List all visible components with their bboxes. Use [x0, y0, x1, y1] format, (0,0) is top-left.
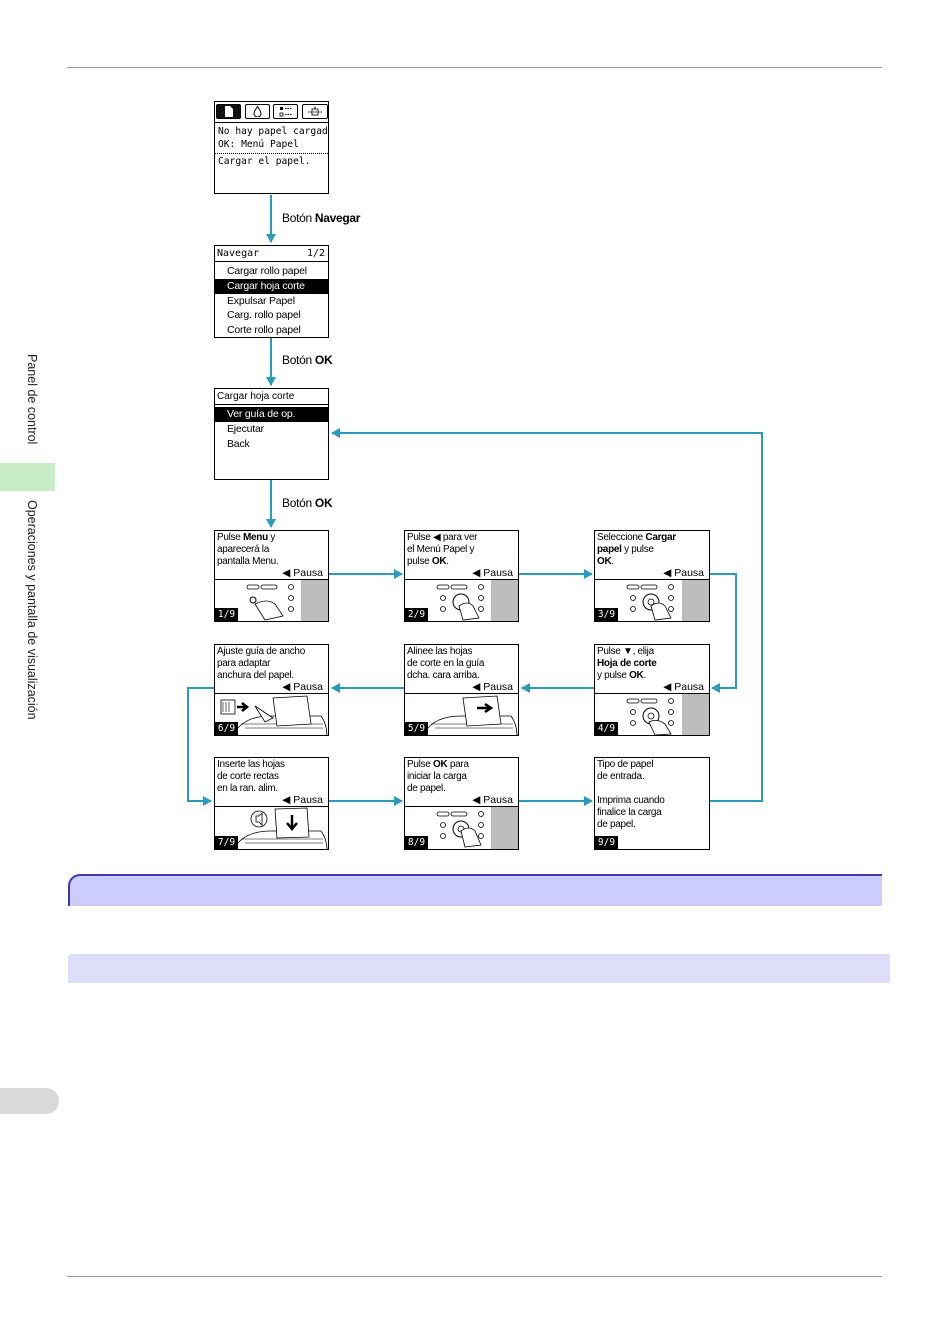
- pausa-label[interactable]: ◀ Pausa: [472, 794, 513, 806]
- guide-text: Pulse ▼, elija Hoja de corte y pulse OK.: [597, 646, 657, 681]
- lcd-main-screen: No hay papel cargado OK: Menú Papel Carg…: [214, 101, 329, 194]
- pausa-label[interactable]: ◀ Pausa: [282, 681, 323, 693]
- settings-icon[interactable]: [273, 104, 298, 119]
- top-rule: [67, 67, 882, 68]
- guide-screen-5: Alinee las hojas de corte en la guía dch…: [404, 644, 519, 736]
- pausa-label[interactable]: ◀ Pausa: [472, 567, 513, 579]
- guide-page-number: 3/9: [595, 608, 618, 621]
- menu-page-number: 1/2: [306, 248, 325, 259]
- sidebar-page-tab[interactable]: [0, 1088, 59, 1114]
- bottom-rule: [67, 1276, 882, 1277]
- subsection-header-band: [68, 954, 890, 983]
- paper-alignment-illustration: [424, 695, 518, 735]
- guide-screen-6: Ajuste guía de ancho para adaptar anchur…: [214, 644, 329, 736]
- lcd-divider: [215, 153, 328, 154]
- lcd-message-line-2: OK: Menú Papel: [218, 139, 299, 150]
- menu-title: Cargar hoja corte: [217, 391, 295, 402]
- lcd-tab-bar: [215, 102, 328, 123]
- guide-page-number: 5/9: [405, 722, 428, 735]
- guide-page-number: 1/9: [215, 608, 238, 621]
- step-label-navegar: Botón Navegar: [282, 211, 361, 225]
- guide-text: Pulse OK para iniciar la carga de papel.: [407, 759, 469, 794]
- section-header-band: [68, 874, 882, 906]
- guide-text: Alinee las hojas de corte en la guía dch…: [407, 646, 485, 681]
- sidebar-chapter-label: Panel de control: [25, 354, 39, 445]
- guide-screen-9: Tipo de papel de entrada. Imprima cuando…: [594, 757, 710, 850]
- menu-title: Navegar: [217, 248, 260, 259]
- lcd-cargar-hoja-corte-menu: Cargar hoja corte Ver guía de op. Ejecut…: [214, 388, 329, 480]
- guide-text: Tipo de papel de entrada. Imprima cuando…: [597, 759, 665, 830]
- arrow-6-7: [187, 687, 214, 806]
- guide-text: Pulse Menu y aparecerá la pantalla Menu.: [217, 532, 279, 567]
- guide-page-number: 4/9: [595, 722, 618, 735]
- step-label-ok-1: Botón OK: [282, 353, 333, 367]
- menu-item-cargar-hoja-corte[interactable]: Cargar hoja corte: [215, 279, 328, 294]
- printer-icon[interactable]: [302, 104, 328, 119]
- control-panel-illustration: [626, 580, 709, 621]
- width-guide-illustration: [220, 695, 328, 735]
- guide-page-number: 6/9: [215, 722, 238, 735]
- menu-title-bar: Navegar 1/2: [215, 246, 328, 262]
- lcd-message-line-1: No hay papel cargado: [218, 126, 329, 137]
- pausa-label[interactable]: ◀ Pausa: [663, 567, 704, 579]
- menu-item-cargar-rollo[interactable]: Cargar rollo papel: [227, 265, 307, 277]
- guide-page-number: 9/9: [595, 836, 618, 849]
- guide-screen-3: Seleccione Cargar papel y pulse OK. ◀ Pa…: [594, 530, 710, 622]
- menu-item-carg-rollo[interactable]: Carg. rollo papel: [227, 309, 301, 321]
- lcd-navegar-menu: Navegar 1/2 Cargar rollo papel Cargar ho…: [214, 245, 329, 338]
- guide-page-number: 8/9: [405, 836, 428, 849]
- insert-sheet-illustration: [234, 807, 328, 849]
- guide-text: Seleccione Cargar papel y pulse OK.: [597, 532, 676, 567]
- ink-icon[interactable]: [245, 104, 270, 119]
- guide-screen-1: Pulse Menu y aparecerá la pantalla Menu.…: [214, 530, 329, 622]
- guide-text: Pulse ◀ para ver el Menú Papel y pulse O…: [407, 532, 478, 567]
- step-label-ok-2: Botón OK: [282, 496, 333, 510]
- guide-text: Ajuste guía de ancho para adaptar anchur…: [217, 646, 305, 681]
- lcd-message-line-3: Cargar el papel.: [218, 156, 311, 167]
- sidebar-chapter-tab[interactable]: [0, 463, 55, 491]
- guide-screen-8: Pulse OK para iniciar la carga de papel.…: [404, 757, 519, 850]
- paper-icon[interactable]: [216, 104, 241, 119]
- menu-title-bar: Cargar hoja corte: [215, 389, 328, 405]
- pausa-label[interactable]: ◀ Pausa: [282, 567, 323, 579]
- guide-text: Inserte las hojas de corte rectas en la …: [217, 759, 285, 794]
- guide-screen-2: Pulse ◀ para ver el Menú Papel y pulse O…: [404, 530, 519, 622]
- pausa-label[interactable]: ◀ Pausa: [663, 681, 704, 693]
- guide-page-number: 7/9: [215, 836, 238, 849]
- menu-item-corte-rollo[interactable]: Corte rollo papel: [227, 323, 301, 336]
- sidebar-section-label: Operaciones y pantalla de visualización: [25, 500, 39, 720]
- guide-screen-7: Inserte las hojas de corte rectas en la …: [214, 757, 329, 850]
- menu-item-back[interactable]: Back: [227, 437, 250, 450]
- control-panel-illustration: [436, 580, 518, 621]
- arrow-3-4: [710, 573, 737, 693]
- control-panel-illustration: [436, 807, 518, 849]
- guide-page-number: 2/9: [405, 608, 428, 621]
- control-panel-illustration: [626, 694, 709, 735]
- control-panel-illustration: [246, 580, 328, 621]
- guide-screen-4: Pulse ▼, elija Hoja de corte y pulse OK.…: [594, 644, 710, 736]
- menu-item-ejecutar[interactable]: Ejecutar: [227, 423, 264, 435]
- arrow-9-back: [331, 428, 763, 802]
- menu-item-ver-guia[interactable]: Ver guía de op.: [215, 407, 328, 422]
- pausa-label[interactable]: ◀ Pausa: [282, 794, 323, 806]
- pausa-label[interactable]: ◀ Pausa: [472, 681, 513, 693]
- menu-item-expulsar-papel[interactable]: Expulsar Papel: [227, 294, 295, 307]
